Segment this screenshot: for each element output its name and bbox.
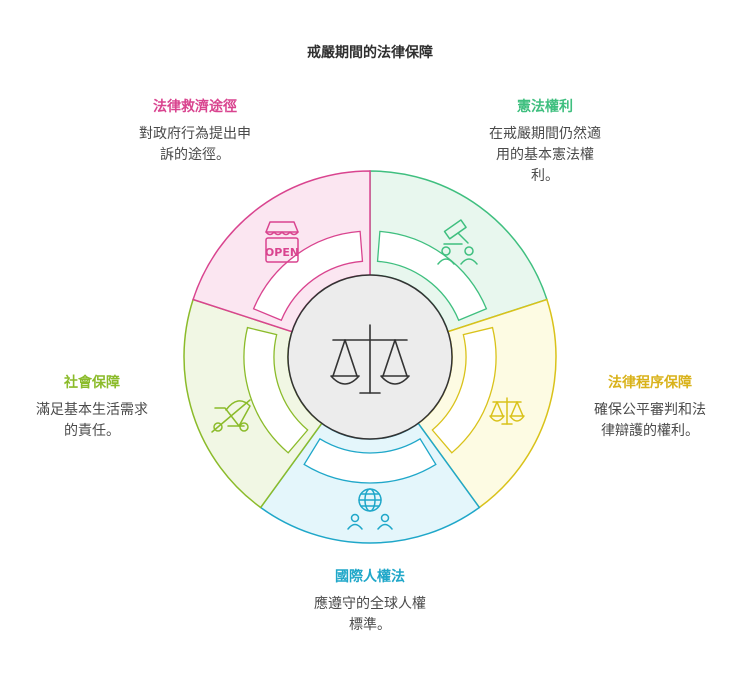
stroller-icon	[211, 399, 251, 433]
section-description: 應遵守的全球人權 標準。	[314, 596, 426, 633]
inner-band-constitutional	[376, 230, 488, 322]
section-description: 確保公平審判和法 律辯護的權利。	[594, 402, 706, 439]
open-sign-text: OPEN	[265, 246, 299, 259]
section-due-process: 法律程序保障 確保公平審判和法 律辯護的權利。	[570, 372, 730, 442]
section-remedy: 法律救濟途徑 對政府行為提出申 訴的途徑。	[110, 96, 280, 166]
center-scales-icon	[330, 324, 410, 394]
section-heading: 法律救濟途徑	[153, 99, 237, 115]
section-social: 社會保障 滿足基本生活需求 的責任。	[12, 372, 172, 442]
small-scales-icon	[489, 397, 525, 425]
inner-band-due-process	[431, 326, 497, 454]
section-constitutional: 憲法權利 在戒嚴期間仍然適 用的基本憲法權 利。	[460, 96, 630, 187]
section-description: 對政府行為提出申 訴的途徑。	[139, 126, 251, 163]
section-heading: 社會保障	[64, 375, 120, 391]
open-shop-icon: OPEN	[265, 221, 299, 263]
inner-band-international	[303, 437, 437, 484]
section-heading: 法律程序保障	[608, 375, 692, 391]
section-international: 國際人權法 應遵守的全球人權 標準。	[285, 566, 455, 636]
section-heading: 憲法權利	[517, 99, 573, 115]
section-description: 滿足基本生活需求 的責任。	[36, 402, 148, 439]
diagram-title: 戒嚴期間的法律保障	[307, 45, 433, 61]
globe-people-icon	[347, 488, 393, 530]
inner-band-social	[243, 326, 309, 454]
inner-band-remedy	[252, 230, 364, 322]
section-heading: 國際人權法	[335, 569, 405, 585]
gavel-people-icon	[437, 219, 478, 265]
section-description: 在戒嚴期間仍然適 用的基本憲法權 利。	[489, 126, 601, 184]
